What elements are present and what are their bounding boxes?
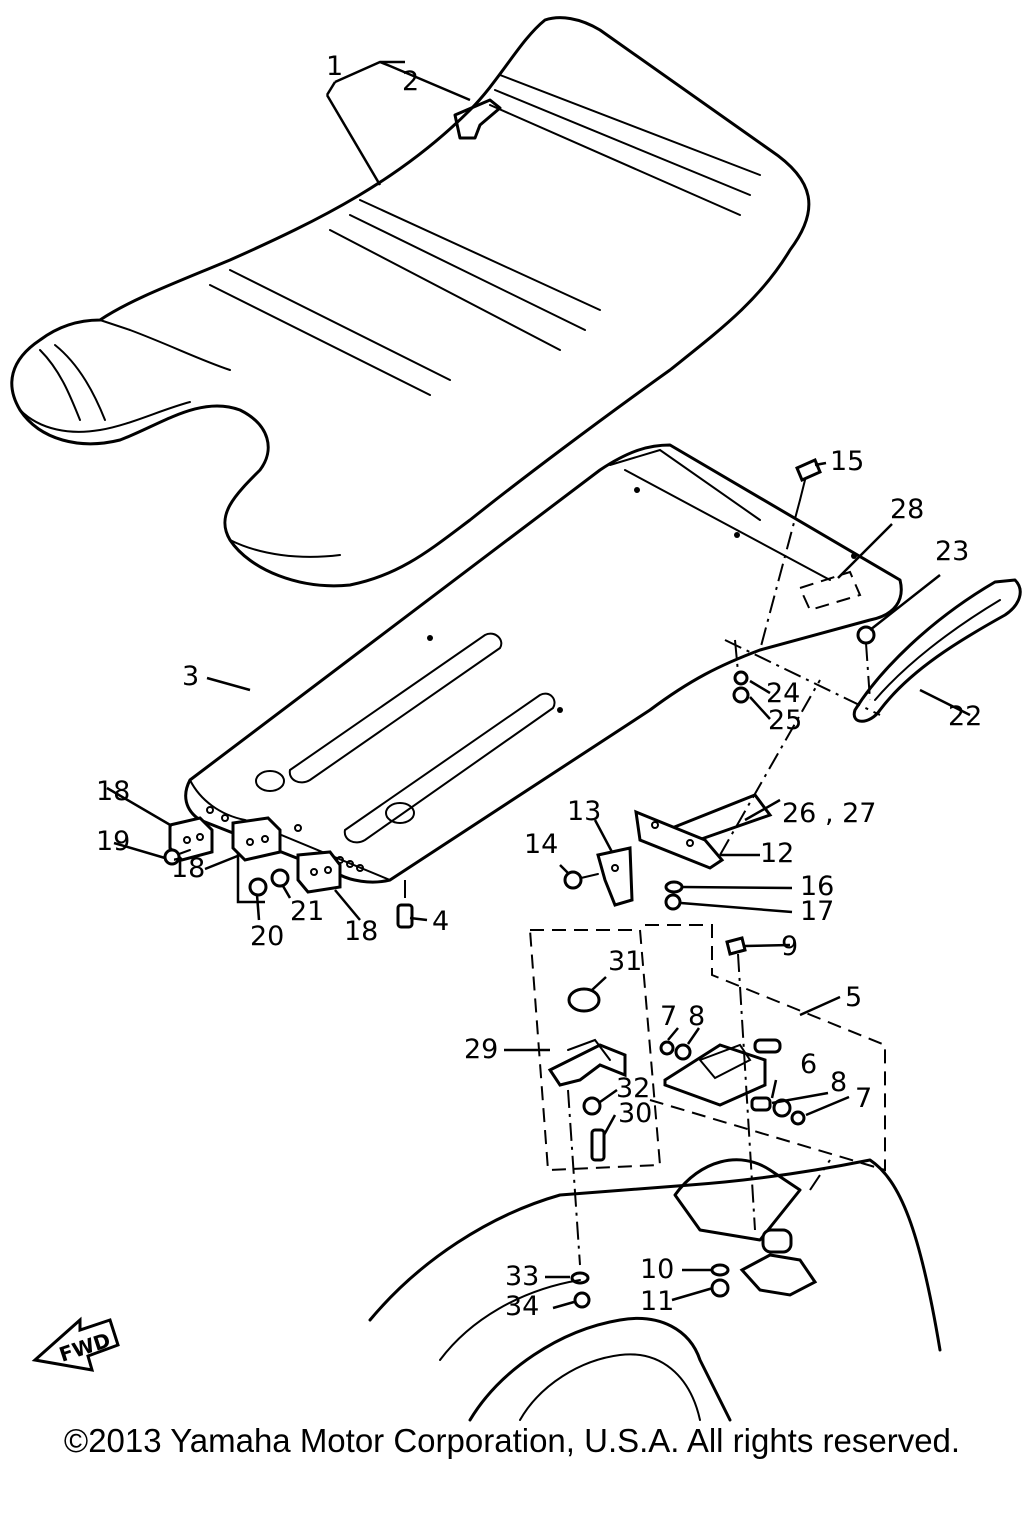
seat-base <box>184 443 903 884</box>
sticker-28 <box>798 570 862 612</box>
callout-31: 31 <box>608 946 642 977</box>
bracket-18-c <box>296 850 342 894</box>
callout-22: 22 <box>948 701 982 732</box>
washer-24 <box>733 670 749 686</box>
callout-13: 13 <box>567 796 601 827</box>
callout-16: 16 <box>800 871 834 902</box>
callout-25: 25 <box>768 705 802 736</box>
nut-32 <box>582 1096 602 1116</box>
leader-lines <box>106 60 971 1310</box>
callout-32: 32 <box>616 1073 650 1104</box>
cap-31 <box>567 987 601 1013</box>
callout-7-right: 7 <box>855 1083 872 1114</box>
bracket-18-b <box>231 816 282 862</box>
washer-21 <box>270 868 290 888</box>
callout-18-c: 18 <box>344 916 378 947</box>
nut-20 <box>248 877 268 897</box>
seat-hook-part-2 <box>453 98 502 140</box>
nut-11 <box>710 1278 730 1298</box>
callout-17: 17 <box>800 896 834 927</box>
callout-30: 30 <box>618 1098 652 1129</box>
bracket-18-a <box>168 816 214 862</box>
callout-6: 6 <box>800 1049 817 1080</box>
callout-15: 15 <box>830 446 864 477</box>
catch-assembly-29 <box>528 929 662 1172</box>
callout-18-a: 18 <box>96 776 130 807</box>
callout-20: 20 <box>250 921 284 952</box>
callout-29: 29 <box>464 1034 498 1065</box>
callout-14: 14 <box>524 829 558 860</box>
callout-34: 34 <box>505 1291 539 1322</box>
callout-19: 19 <box>96 826 130 857</box>
pin-6 <box>750 1096 772 1112</box>
callout-7-left: 7 <box>660 1001 677 1032</box>
washer-8-left <box>674 1043 692 1061</box>
bolt-4 <box>396 880 414 929</box>
callout-8-left: 8 <box>688 1001 705 1032</box>
callout-28: 28 <box>890 494 924 525</box>
grab-handle-22 <box>852 578 1022 723</box>
hull-deck <box>368 1158 942 1422</box>
callout-12: 12 <box>760 838 794 869</box>
callout-3: 3 <box>182 661 199 692</box>
callout-labels: 1 2 3 4 5 6 7 7 8 8 9 10 11 12 13 14 15 … <box>96 51 982 1322</box>
callout-9: 9 <box>781 931 798 962</box>
screw-19 <box>163 848 191 866</box>
callout-11: 11 <box>640 1286 674 1317</box>
callout-4: 4 <box>432 906 449 937</box>
washer-7-left <box>659 1040 675 1056</box>
nut-25 <box>732 686 750 704</box>
callout-24: 24 <box>766 678 800 709</box>
callout-18-b: 18 <box>171 853 205 884</box>
bolt-15 <box>759 458 822 651</box>
washer-10 <box>710 1263 730 1277</box>
screw-23 <box>856 625 876 701</box>
washer-7-right <box>790 1110 806 1126</box>
callout-2: 2 <box>402 66 419 97</box>
callout-33: 33 <box>505 1261 539 1292</box>
copyright-notice: ©2013 Yamaha Motor Corporation, U.S.A. A… <box>63 1422 961 1459</box>
bolt-30 <box>590 1128 606 1162</box>
callout-1: 1 <box>326 51 343 82</box>
latch-assembly-5 <box>645 924 886 1172</box>
bolt-14 <box>563 870 599 890</box>
hook-13 <box>596 846 634 907</box>
callout-10: 10 <box>640 1254 674 1285</box>
callout-5: 5 <box>845 982 862 1013</box>
callout-23: 23 <box>935 536 969 567</box>
fwd-arrow-icon: FWD <box>31 1316 120 1372</box>
callout-26-27: 26 , 27 <box>782 798 876 829</box>
nut-34 <box>573 1291 591 1309</box>
nut-17 <box>664 893 682 911</box>
washer-16 <box>664 880 684 894</box>
bracket-12 <box>634 679 821 870</box>
bolt-9 <box>725 936 756 1231</box>
callout-21: 21 <box>290 896 324 927</box>
seat-cover <box>10 16 811 588</box>
callout-8-right: 8 <box>830 1067 847 1098</box>
